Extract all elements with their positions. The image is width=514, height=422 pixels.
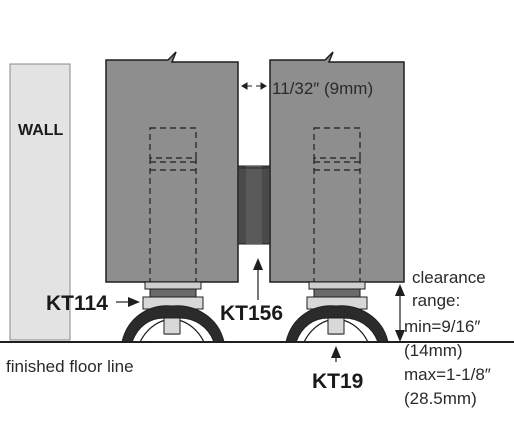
- kt19-arrow: [331, 346, 341, 362]
- gap-dimension: [241, 82, 267, 90]
- kt114-arrow: [116, 297, 140, 307]
- left-bottom-hardware: [121, 281, 225, 343]
- clearance-line-2: range:: [412, 291, 460, 310]
- wall-label: WALL: [18, 122, 64, 139]
- kt19-label: KT19: [312, 370, 363, 393]
- kt156-arrow: [253, 258, 263, 300]
- wall: [9, 63, 71, 341]
- left-door-panel: [105, 51, 239, 290]
- kt156-seal: [237, 165, 271, 245]
- clearance-line-6: (28.5mm): [404, 389, 477, 408]
- floor-label: finished floor line: [6, 357, 134, 376]
- clearance-text: clearance range: min=9/16″ (14mm) max=1-…: [404, 268, 491, 408]
- clearance-line-3: min=9/16″: [404, 317, 480, 336]
- kt114-label: KT114: [46, 292, 108, 315]
- clearance-line-1: clearance: [412, 268, 486, 287]
- gap-label: 11/32″ (9mm): [272, 79, 373, 98]
- right-bottom-hardware: [285, 281, 389, 343]
- clearance-arrow: [395, 284, 405, 342]
- clearance-line-4: (14mm): [404, 341, 463, 360]
- kt156-label: KT156: [220, 302, 283, 325]
- right-door-panel: [269, 51, 405, 290]
- clearance-line-5: max=1-1/8″: [404, 365, 491, 384]
